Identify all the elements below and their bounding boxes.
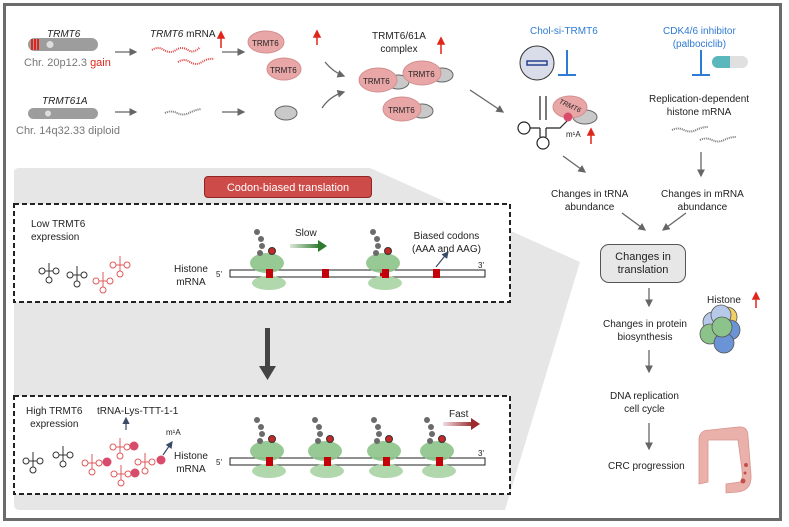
complex-label: TRMT6/61A complex: [372, 30, 426, 56]
chromosome-trmt6: [28, 38, 98, 51]
protein-label-5: TRMT6: [388, 106, 415, 115]
chromosome-trmt61a: [28, 108, 98, 119]
protein-line1: Changes in protein: [603, 319, 687, 330]
trmt61a-protein: [274, 105, 298, 121]
protein-change-label: Changes in protein biosynthesis: [603, 318, 687, 344]
gain-label: gain: [90, 57, 111, 69]
trmt6-locus: Chr. 20p12.3 gain: [24, 57, 111, 70]
five-prime-low: 5': [216, 270, 222, 279]
dna-line1: DNA replication: [610, 391, 679, 402]
low-line1: Low TRMT6: [31, 219, 86, 230]
codon-panel-background: [14, 168, 580, 510]
high-expression-label: High TRMT6 expression: [26, 405, 83, 431]
trna-change-label: Changes in tRNA abundance: [551, 188, 628, 214]
sirna-particle: [519, 45, 555, 81]
cdk-inhibitor-label: CDK4/6 inhibitor (palbociclib): [663, 25, 736, 51]
m1a-label-high: m¹A: [166, 428, 181, 437]
pill-icon: [712, 56, 748, 68]
complex-line1: TRMT6/61A: [372, 31, 426, 42]
down-arrow: [259, 328, 276, 380]
hist-high-2: mRNA: [176, 464, 206, 475]
complex-line2: complex: [380, 44, 418, 55]
trmt6-protein-2: [266, 57, 302, 81]
trmt61a-gene-label: TRMT61A: [42, 96, 88, 107]
translation-line1: Changes in: [615, 251, 671, 263]
fast-label: Fast: [449, 409, 469, 420]
slow-label: Slow: [295, 228, 317, 239]
high-line1: High TRMT6: [26, 406, 83, 417]
protein-line2: biosynthesis: [617, 332, 673, 343]
trmt6-mrna-label: TRMT6 mRNA: [150, 28, 216, 41]
hist-low-1: Histone: [174, 264, 208, 275]
trna-change-line1: Changes in tRNA: [551, 189, 629, 200]
histone-mrna-top-label: Replication-dependent histone mRNA: [649, 93, 749, 119]
histone-mrna-label-low: Histone mRNA: [174, 263, 208, 289]
protein-label-4: TRMT6: [408, 70, 435, 79]
hist-low-2: mRNA: [176, 277, 206, 288]
trna-lys-label: tRNA-Lys-TTT-1-1: [97, 406, 179, 417]
high-line2: expression: [30, 419, 79, 430]
inhibit-symbol-2: [692, 50, 710, 76]
complex-2: [402, 60, 454, 86]
sirna-label: Chol-si-TRMT6: [530, 26, 598, 37]
hist-high-1: Histone: [174, 451, 208, 462]
trmt6-bound: [552, 95, 598, 125]
trmt6-mrna-2: [177, 57, 215, 65]
histone-mrna-label-high: Histone mRNA: [174, 450, 208, 476]
inhibit-symbol-1: [558, 50, 576, 76]
codons-line1: Biased codons: [413, 231, 480, 242]
cdk-line1: CDK4/6 inhibitor: [663, 26, 736, 37]
trmt6-protein-1: [247, 30, 285, 54]
trmt61a-mrna: [164, 108, 202, 116]
three-prime-high: 3': [478, 449, 484, 458]
codon-panel-title: Codon-biased translation: [204, 176, 372, 198]
mrna-change-label: Changes in mRNA abundance: [661, 188, 744, 214]
tumor-dots: [740, 463, 748, 484]
codons-line2: (AAA and AAG): [412, 244, 481, 255]
m1a-mark-top: [563, 112, 573, 122]
histone-octamer-icon: [699, 304, 741, 354]
cdk-line2: (palbociclib): [672, 39, 727, 50]
dna-line2: cell cycle: [624, 404, 665, 415]
histone-top-line2: histone mRNA: [666, 107, 732, 118]
mrna-gene: TRMT6: [150, 29, 184, 40]
biased-codons-label: Biased codons (AAA and AAG): [412, 230, 481, 256]
trmt61a-locus: Chr. 14q32.33 diploid: [16, 125, 120, 137]
histone-mrna-top-2: [699, 136, 737, 143]
translation-line2: translation: [617, 264, 669, 276]
mrna-suffix: mRNA: [183, 29, 216, 40]
protein-label-1: TRMT6: [252, 39, 279, 48]
complex-1: [358, 67, 410, 93]
trmt6-gene-label: TRMT6: [47, 29, 81, 40]
protein-label-3: TRMT6: [363, 77, 390, 86]
trna-structure: [517, 96, 571, 150]
mrna-change-line1: Changes in mRNA: [661, 189, 744, 200]
crc-progression-label: CRC progression: [608, 461, 685, 472]
trna-change-line2: abundance: [564, 202, 615, 213]
five-prime-high: 5': [216, 458, 222, 467]
mrna-change-line2: abundance: [677, 202, 728, 213]
colon-icon: [698, 426, 752, 494]
up-arrows: [216, 29, 761, 308]
dna-replication-label: DNA replication cell cycle: [610, 390, 679, 416]
histone-mrna-top-1: [671, 126, 709, 133]
trmt6-locus-text: Chr. 20p12.3: [24, 57, 87, 69]
three-prime-low: 3': [478, 261, 484, 270]
low-line2: expression: [31, 232, 80, 243]
histone-top-line1: Replication-dependent: [649, 94, 750, 105]
trmt6-mrna-1: [151, 46, 201, 53]
histone-label: Histone: [707, 295, 741, 306]
complex-3: [382, 96, 434, 122]
m1a-label-top: m¹A: [566, 130, 581, 139]
low-expression-label: Low TRMT6 expression: [31, 218, 85, 244]
protein-label-2: TRMT6: [270, 66, 297, 75]
